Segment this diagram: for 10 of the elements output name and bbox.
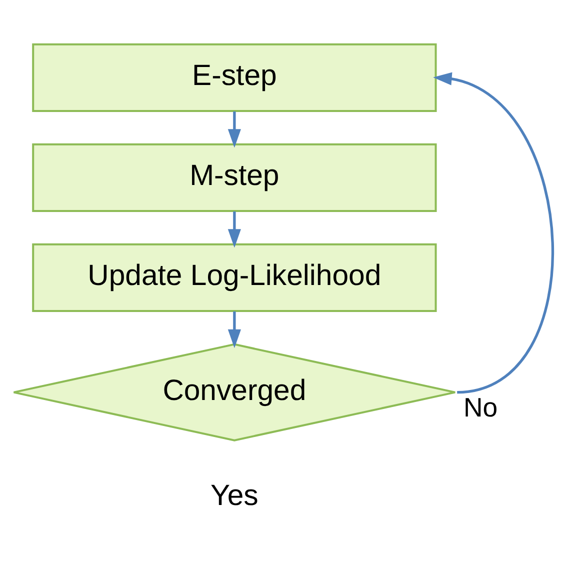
label: Yes [210,478,258,512]
arrow [228,210,241,248]
node-box: E-step [32,42,437,112]
node-diamond: Converged [12,342,456,441]
arrow [228,310,241,348]
edge-label: No [463,392,498,422]
node-box: Update Log-Likelihood [32,242,437,312]
arrow [228,110,241,148]
arrow [433,72,554,394]
node-box: M-step [32,142,437,212]
